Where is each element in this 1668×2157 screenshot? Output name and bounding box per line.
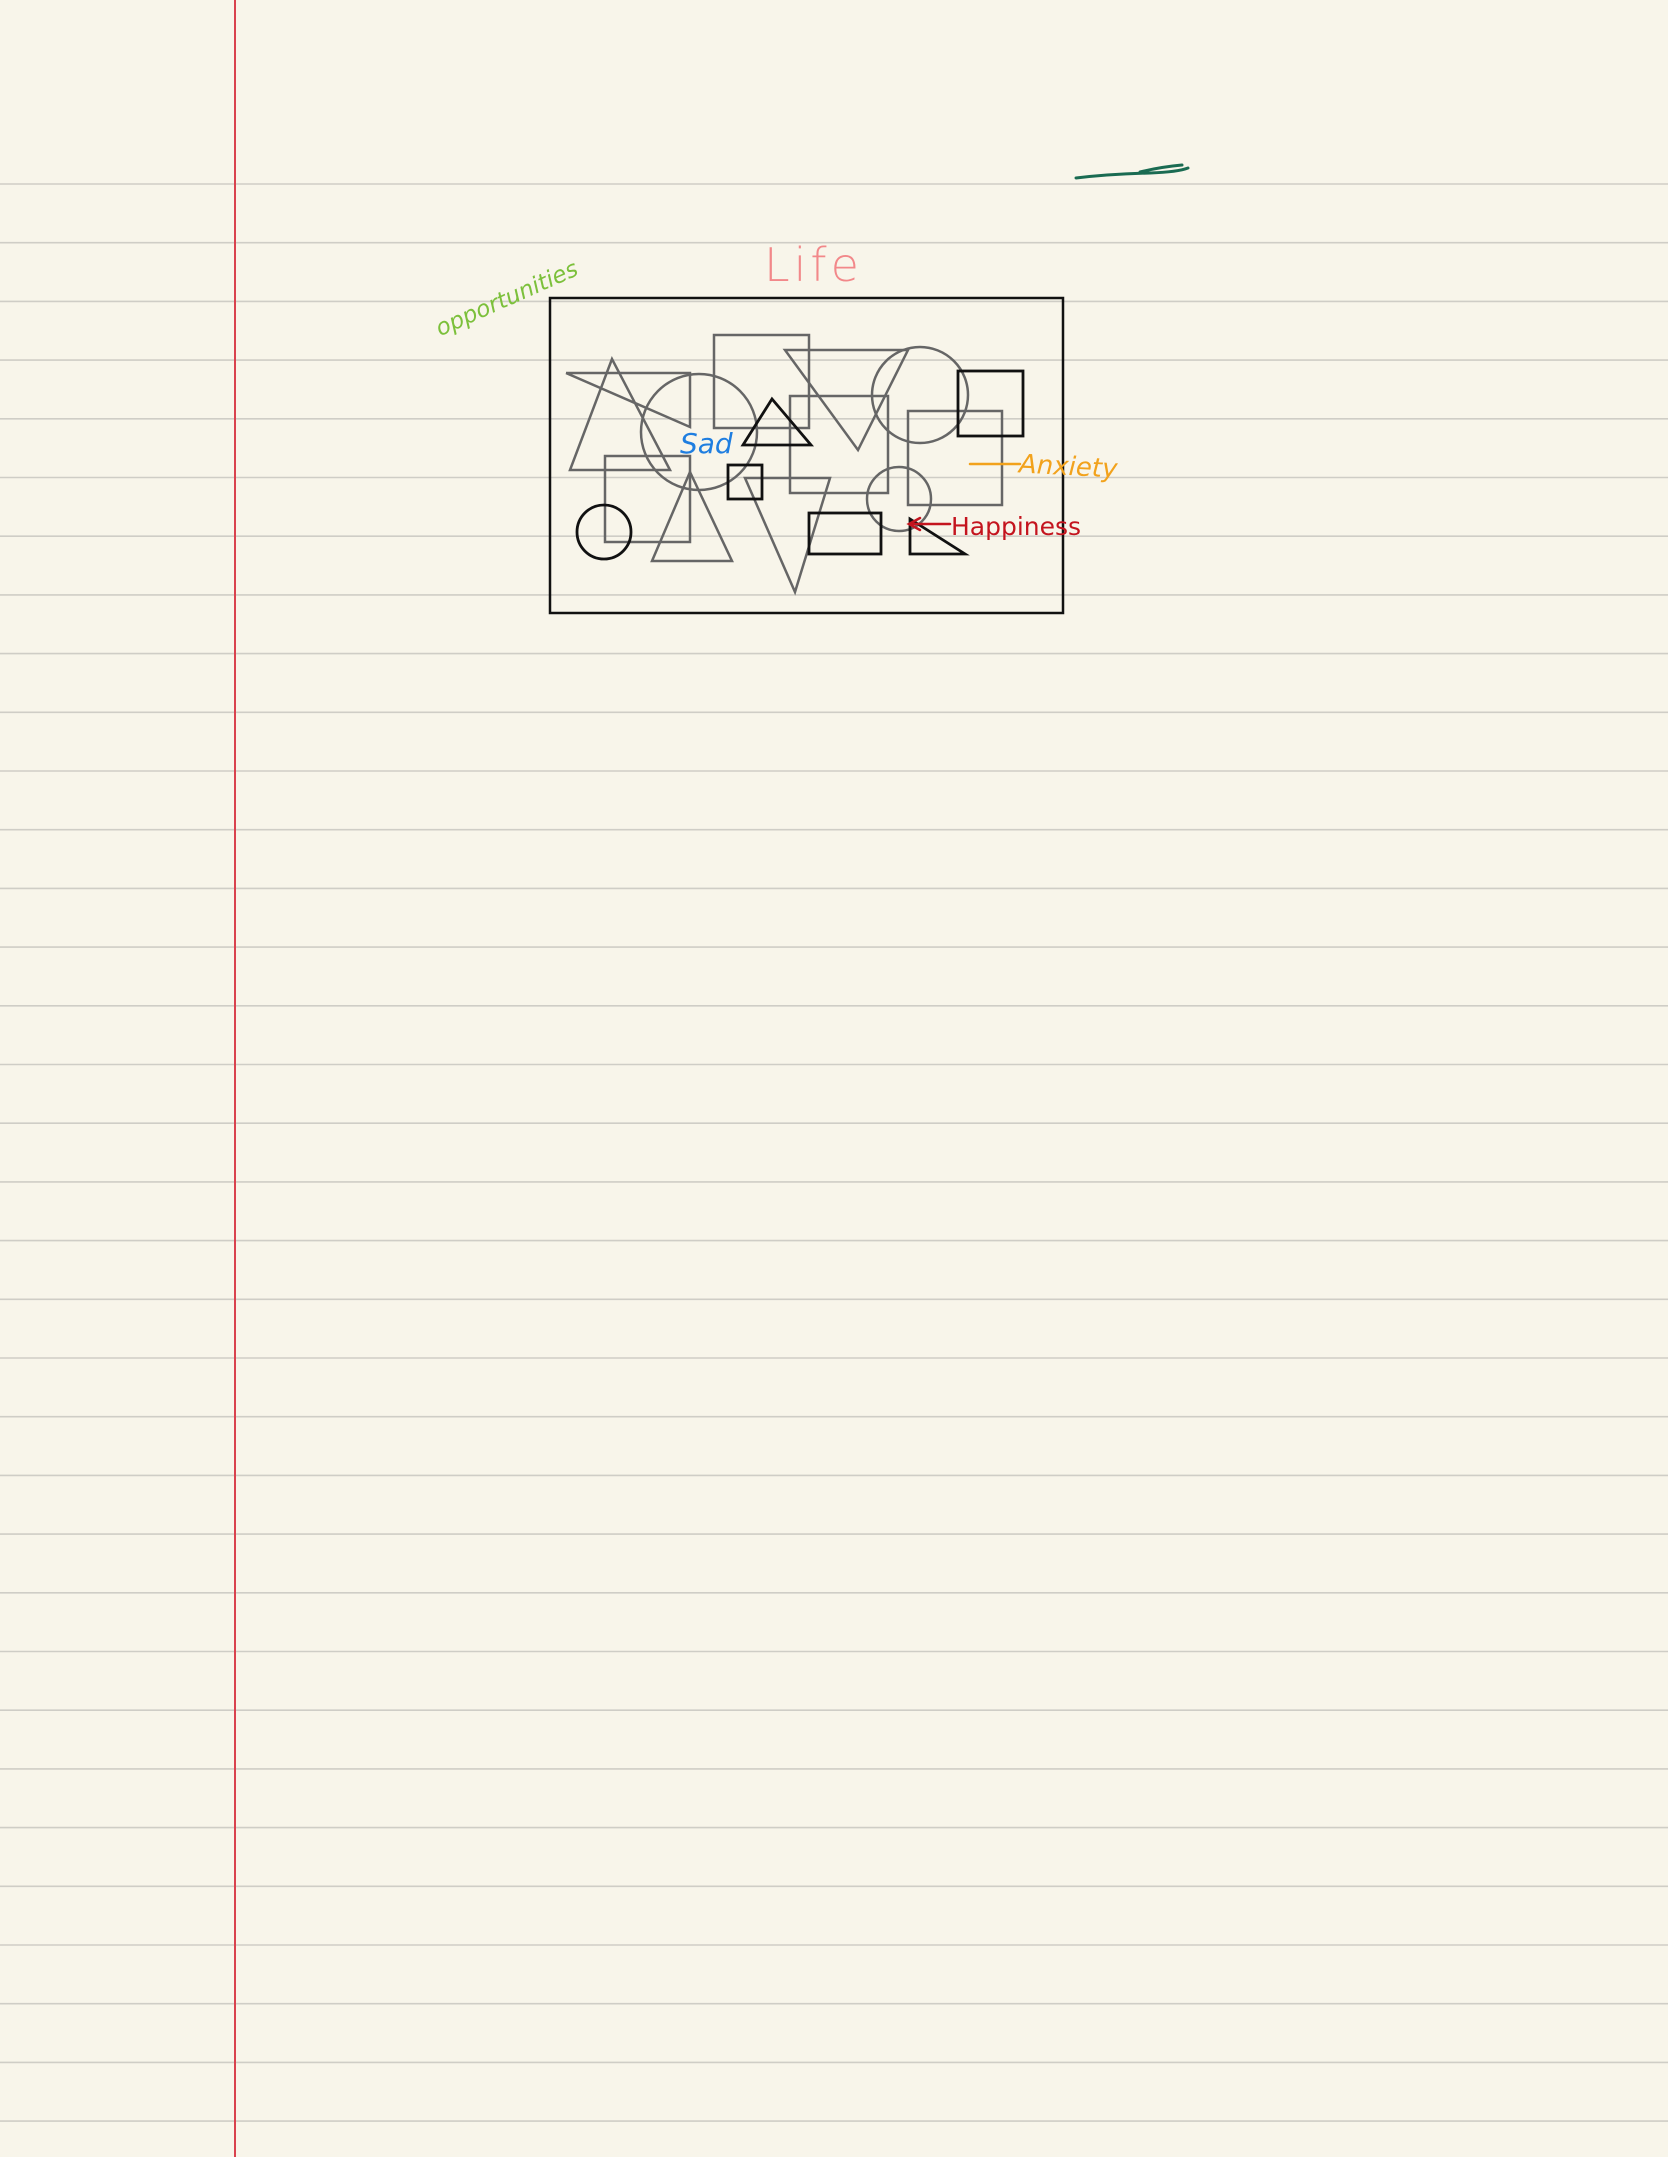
life-frame	[548, 296, 1065, 615]
gray-triangle-shape	[650, 468, 734, 563]
gray-inverted-triangle-shape	[743, 476, 832, 596]
page-title: Life	[764, 238, 863, 292]
dark-right-triangle-shape	[908, 516, 970, 556]
rule-lines	[0, 183, 1668, 2122]
pen-scribble-icon	[1074, 163, 1190, 180]
dark-circle-shape	[575, 503, 633, 561]
dark-square-shape	[956, 369, 1025, 438]
gray-circle-shape	[865, 465, 933, 533]
happiness-arrowhead	[906, 516, 922, 532]
gray-inverted-triangle-shape	[782, 348, 911, 453]
annotation-happiness: Happiness	[951, 512, 1082, 541]
gray-open-square-shape	[565, 371, 692, 429]
gray-triangle-shape	[568, 355, 673, 472]
gray-square-shape	[906, 409, 1004, 507]
annotation-anxiety: Anxiety	[1018, 449, 1119, 485]
gray-square-shape	[603, 454, 692, 544]
dark-square-shape	[726, 463, 764, 501]
annotation-sad: Sad	[680, 427, 733, 460]
dark-rectangle-shape	[807, 511, 883, 556]
dark-triangle-shape	[740, 396, 815, 447]
gray-circle-shape	[870, 345, 970, 445]
